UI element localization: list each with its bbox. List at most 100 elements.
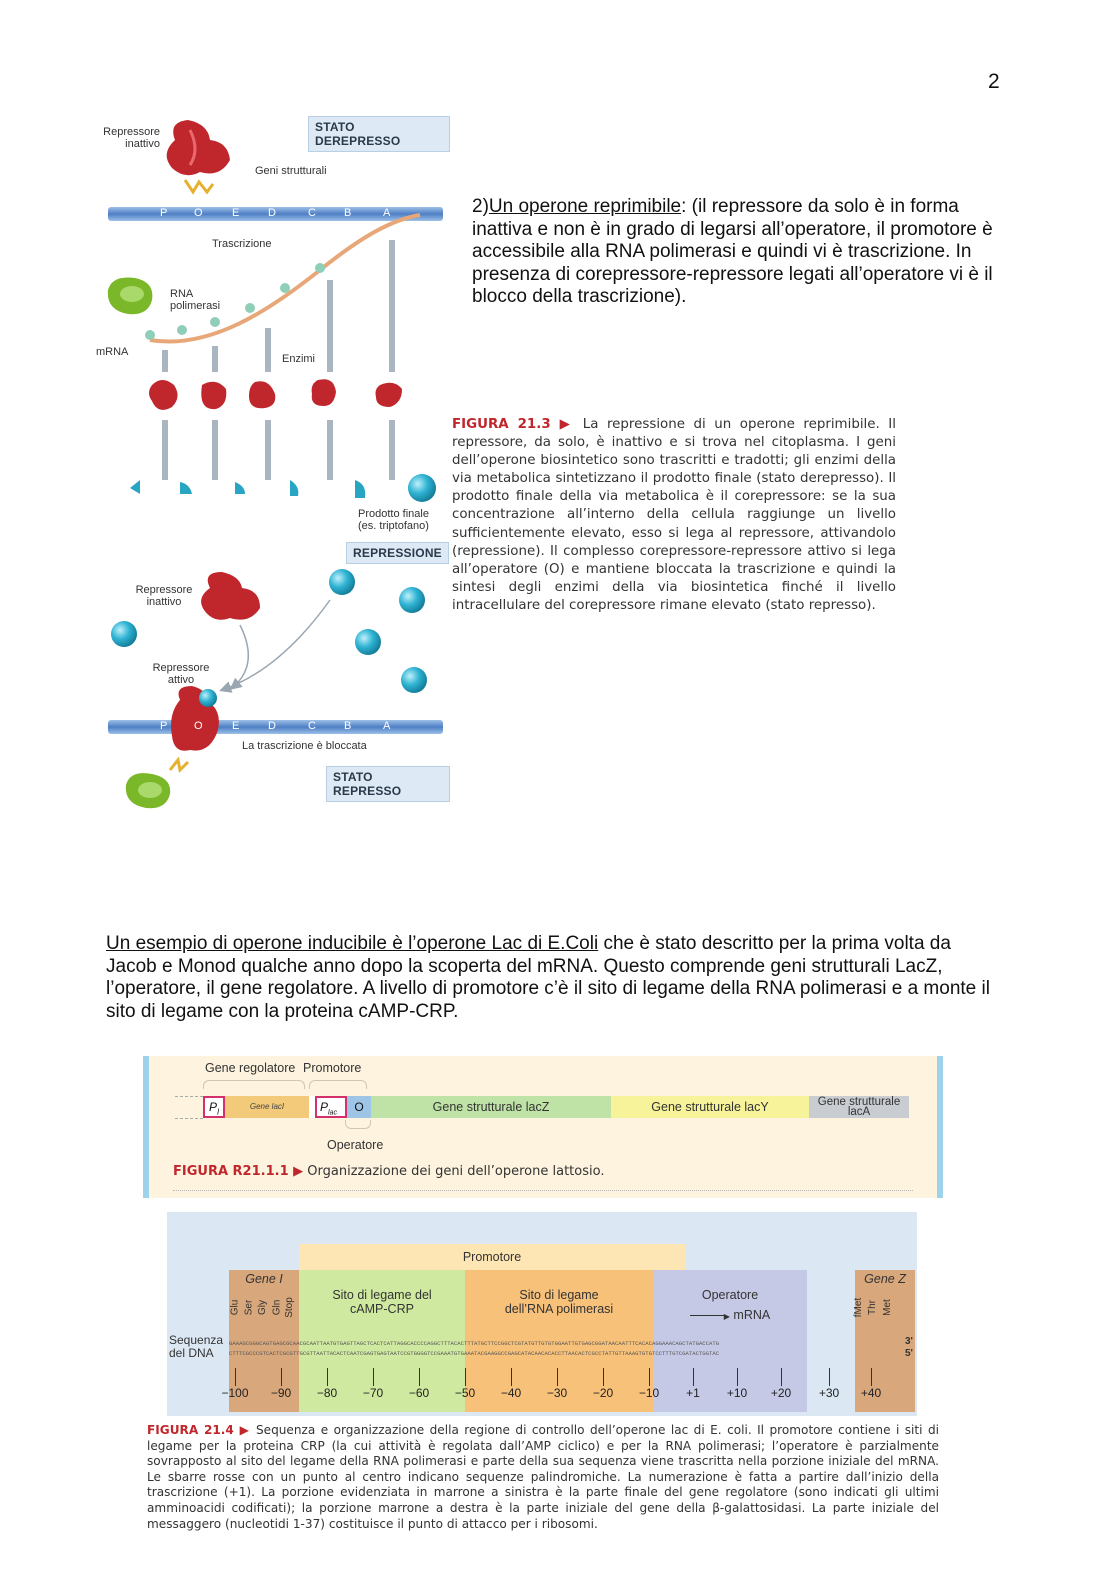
caption-r21-label: FIGURA R21.1.1 ▶ xyxy=(173,1164,304,1179)
figure-21-3-caption: FIGURA 21.3 ▶ La repressione di un opero… xyxy=(452,416,896,615)
inactive-repressor-icon xyxy=(166,120,230,176)
plac-sub: lac xyxy=(328,1109,337,1117)
gene-o-2: O xyxy=(194,720,203,732)
operatore-block: Operatore ▶ mRNA xyxy=(653,1270,807,1412)
gene-regolatore-label: Gene regolatore xyxy=(205,1061,296,1075)
gene-z-label: Gene Z xyxy=(864,1272,906,1286)
brace-operatore xyxy=(345,1120,371,1129)
repressore-inattivo-2-label: Repressore inattivo xyxy=(135,584,193,608)
geni-strutturali-label: Geni strutturali xyxy=(255,165,327,177)
page-number: 2 xyxy=(988,70,1000,93)
mrna-label: mRNA xyxy=(96,346,129,358)
caption-21-3-text: La repressione di un operone reprimibile… xyxy=(452,417,896,613)
sito-camp-block: Sito di legame del cAMP-CRP xyxy=(299,1270,465,1412)
brace-left xyxy=(203,1080,305,1089)
para1-rest: : (il repressore da solo è in forma inat… xyxy=(472,196,993,307)
pi-sub: I xyxy=(217,1107,220,1117)
gene-p-2: P xyxy=(160,720,168,732)
lacz-segment: Gene strutturale lacZ xyxy=(371,1096,611,1118)
tick-13: +30 xyxy=(809,1368,849,1400)
repressione-label: REPRESSIONE xyxy=(346,542,449,564)
tick-2: −80 xyxy=(307,1368,347,1400)
figure-21-3: STATO DEREPRESSO Repressore inattivo Gen… xyxy=(90,110,450,820)
gene-a-2: A xyxy=(383,720,391,732)
caption-dotted-rule xyxy=(173,1190,913,1191)
five-prime: 5' xyxy=(905,1348,913,1359)
brace-mid xyxy=(309,1080,367,1089)
gene-i-block: Gene I xyxy=(229,1270,299,1412)
gene-d-2: D xyxy=(268,720,276,732)
tick-10: +1 xyxy=(673,1368,713,1400)
tick-7: −30 xyxy=(537,1368,577,1400)
prodotto-finale-label: Prodotto finale (es. triptofano) xyxy=(358,508,429,532)
operatore-text: Operatore xyxy=(701,1288,759,1302)
gene-b-2: B xyxy=(344,720,352,732)
paragraph-operone-reprimibile: 2)Un operone reprimibile: (il repressore… xyxy=(472,196,1012,309)
operatore-label-r: Operatore xyxy=(327,1138,384,1152)
laca-segment: Gene strutturale lacA xyxy=(809,1096,909,1118)
figure-21-4-caption: FIGURA 21.4 ▶ Sequenza e organizzazione … xyxy=(147,1423,939,1532)
figure-r21-1-1-caption: FIGURA R21.1.1 ▶ Organizzazione dei geni… xyxy=(173,1164,604,1179)
gap-segment xyxy=(309,1096,315,1118)
tick-1: −90 xyxy=(261,1368,301,1400)
gene-c: C xyxy=(308,207,316,219)
gene-e: E xyxy=(232,207,240,219)
paragraph-operone-lac: Un esempio di operone inducibile è l’ope… xyxy=(106,933,1006,1023)
rna-polimerasi-label: RNA polimerasi xyxy=(170,288,221,312)
aa-fmet: fMet xyxy=(853,1297,865,1318)
gene-c-2: C xyxy=(308,720,316,732)
lac-gene-bar: PI Gene lacI Plac O Gene strutturale lac… xyxy=(175,1096,915,1119)
pi-box: PI xyxy=(203,1096,225,1118)
tick-6: −40 xyxy=(491,1368,531,1400)
gene-letters-bottom: P O E D C B A xyxy=(108,720,443,734)
rna-polymerase-icon xyxy=(107,277,153,315)
blocked-polymerase-icon xyxy=(125,756,190,809)
caption-21-3-label: FIGURA 21.3 ▶ xyxy=(452,417,575,432)
gene-d: D xyxy=(268,207,276,219)
dna-top-strand: GAAAGCGGGCAGTGAGCGCAACGCAATTAATGTGAGTTAG… xyxy=(229,1340,720,1347)
promotore-text: Promotore xyxy=(462,1250,522,1264)
lacy-segment: Gene strutturale lacY xyxy=(611,1096,809,1118)
mrna-arrow: ▶ mRNA xyxy=(653,1308,807,1322)
laci-text: Gene lacI xyxy=(249,1102,285,1111)
lacy-text: Gene strutturale lacY xyxy=(651,1100,769,1114)
sito-rna-text: Sito di legame dell’RNA polimerasi xyxy=(504,1288,614,1316)
gene-o: O xyxy=(194,207,203,219)
figure-21-4: Promotore Gene I Sito di legame del cAMP… xyxy=(167,1212,917,1416)
para2-underlined: Un esempio di operone inducibile è l’ope… xyxy=(106,933,599,954)
inactive-repressor-icon-2 xyxy=(201,572,260,620)
repressore-inattivo-label: Repressore inattivo xyxy=(103,126,160,150)
gene-e-2: E xyxy=(232,720,240,732)
tick-11: +10 xyxy=(717,1368,757,1400)
aa-gly: Gly xyxy=(257,1300,268,1315)
aa-ser: Ser xyxy=(243,1299,255,1316)
aa-thr: Thr xyxy=(867,1300,878,1315)
plac-box: Plac xyxy=(315,1096,347,1118)
enzimi-label: Enzimi xyxy=(282,353,316,365)
tick-14: +40 xyxy=(851,1368,891,1400)
gene-p: P xyxy=(160,207,168,219)
three-prime: 3' xyxy=(905,1336,913,1347)
aa-glu: Glu xyxy=(229,1299,241,1316)
trascrizione-bloccata-label: La trascrizione è bloccata xyxy=(242,740,367,752)
dna-bottom-strand: CTTTCGCCCGTCACTCGCGTTGCGTTAATTACACTCAATC… xyxy=(229,1350,720,1357)
tick-8: −20 xyxy=(583,1368,623,1400)
tick-axis: −100 −90 −80 −70 −60 −50 −40 −30 −20 −10… xyxy=(215,1368,915,1414)
gene-z-block: Gene Z xyxy=(855,1270,915,1412)
dotted-lead xyxy=(175,1096,203,1119)
para1-underlined: Un operone reprimibile xyxy=(488,196,682,217)
laci-segment: Gene lacI xyxy=(225,1096,309,1118)
gene-i-label: Gene I xyxy=(245,1272,283,1286)
lacz-text: Gene strutturale lacZ xyxy=(432,1100,550,1114)
aa-right: fMet Thr Met xyxy=(853,1288,915,1334)
stato-derepresso-label: STATO DEREPRESSO xyxy=(308,116,450,152)
tick-9: −10 xyxy=(629,1368,669,1400)
stato-represso-label: STATO REPRESSO xyxy=(326,766,450,802)
para1-prefix: 2) xyxy=(472,196,489,217)
figure-21-3-diagram xyxy=(107,120,443,809)
tick-5: −50 xyxy=(445,1368,485,1400)
gene-b: B xyxy=(344,207,352,219)
figure-r21-1-1: Gene regolatore Promotore PI Gene lacI P… xyxy=(143,1056,943,1198)
tick-4: −60 xyxy=(399,1368,439,1400)
sequenza-label: Sequenza del DNA xyxy=(169,1333,224,1360)
